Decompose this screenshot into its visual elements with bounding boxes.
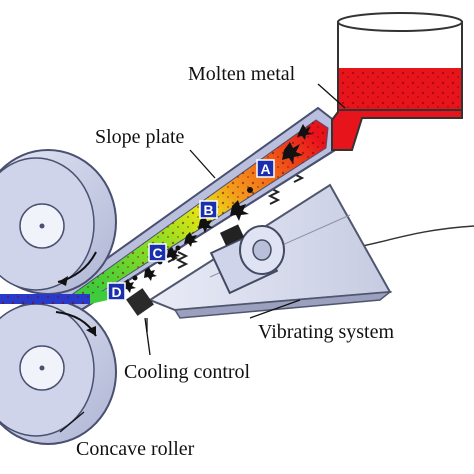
label-molten-metal: Molten metal (188, 63, 296, 85)
zone-marker-a: A (256, 159, 275, 178)
label-slope-plate: Slope plate (95, 126, 185, 148)
vibrator-motor-icon (209, 224, 285, 295)
crucible-icon (331, 12, 463, 151)
svg-text:B: B (203, 202, 213, 218)
svg-text:A: A (260, 161, 270, 177)
roller-icon (0, 149, 117, 445)
cooling-block (126, 288, 154, 332)
label-cooling-control: Cooling control (124, 361, 251, 383)
leader-lines (59, 83, 346, 433)
cast-strip (0, 290, 108, 304)
svg-text:D: D (111, 284, 121, 300)
label-vibrating-system: Vibrating system (258, 321, 394, 343)
zone-marker-b: B (199, 200, 218, 219)
svg-text:C: C (152, 245, 162, 261)
zone-marker-d: D (107, 282, 126, 301)
zone-marker-c: C (148, 243, 167, 262)
label-concave-roller: Concave roller (76, 438, 195, 460)
